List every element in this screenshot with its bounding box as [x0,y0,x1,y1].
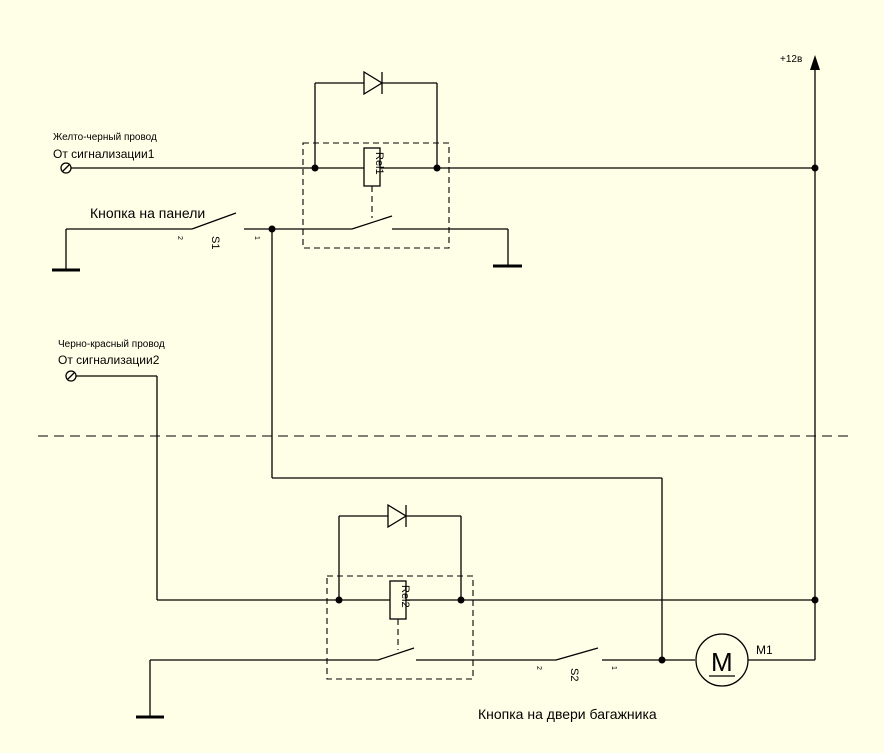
relay2-contact [377,647,415,661]
diode1 [363,70,384,96]
switch2-label: S2 [568,668,580,681]
relay1-contact [351,215,393,230]
input2-terminal [65,370,77,382]
input1-terminal [60,162,72,174]
switch1-pin1: 1 [253,236,260,240]
switch1-contact [191,212,237,230]
relay2-box [326,575,474,680]
switch2-pin2: 2 [535,666,542,670]
relay2-label: Rel2 [399,585,411,608]
relay1-box [302,142,450,249]
supply-label: +12в [780,54,802,65]
supply-rail: +12в [780,54,820,660]
motor-m1: M [695,633,749,687]
input1-wire-label: Желто-черный провод [53,132,157,143]
input2-name-label: От сигнализации2 [58,353,160,367]
input2-wire-label: Черно-красный провод [58,339,165,350]
supply-arrow-icon [810,55,820,70]
switch2-contact [555,647,599,661]
relay1-label: Rel1 [373,152,385,175]
switch1-label: S1 [209,236,221,249]
diode2 [387,503,408,529]
switch2-pin1: 1 [610,666,617,670]
button-door-label: Кнопка на двери багажника [478,706,657,722]
button-panel-label: Кнопка на панели [90,205,205,221]
input1-name-label: От сигнализации1 [53,147,155,161]
switch1-pin2: 2 [176,236,183,240]
motor-label: M1 [756,643,773,657]
motor-symbol: M [711,647,733,677]
